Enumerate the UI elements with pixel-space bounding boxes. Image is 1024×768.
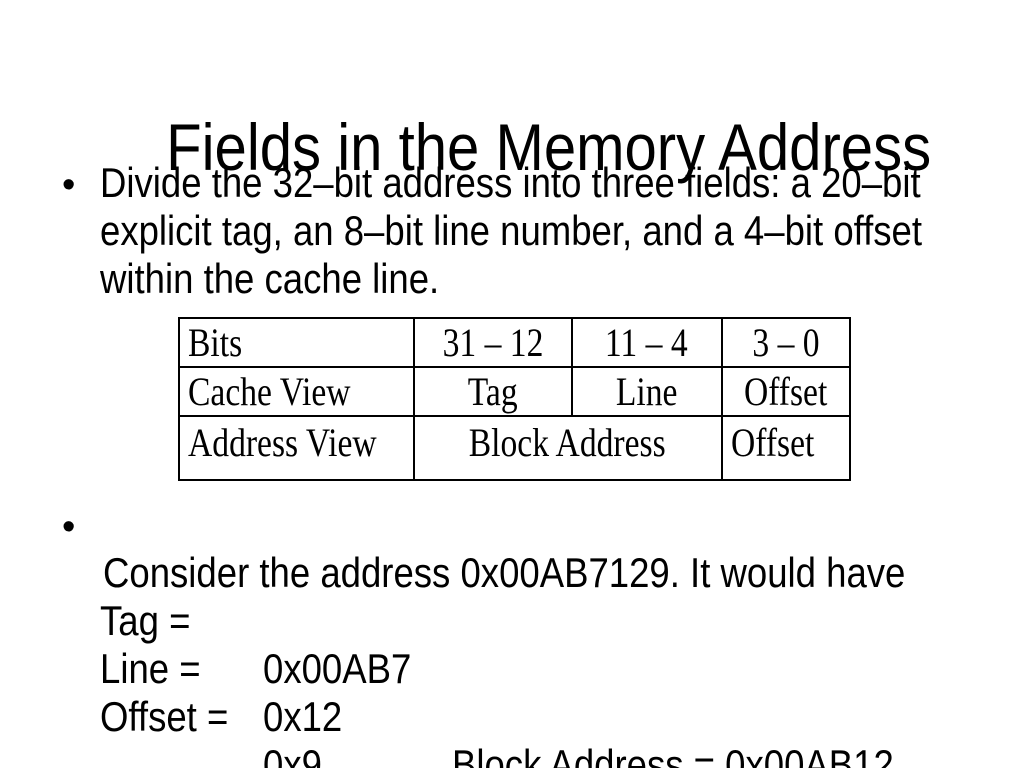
offset-label: Offset = bbox=[100, 693, 229, 740]
tag-label: Tag = bbox=[100, 597, 191, 644]
example-line-line: Line = 0x12 Block Address = 0x00AB12 bbox=[0, 597, 1024, 768]
line-label: Line = bbox=[100, 645, 201, 692]
table-cell-block-address: Block Address bbox=[412, 415, 723, 481]
table-row: Bits 31 – 12 11 – 4 3 – 0 bbox=[178, 317, 851, 368]
table-cell-bits-offset-range: 3 – 0 bbox=[720, 317, 851, 368]
table-cell-bits: Bits bbox=[178, 317, 415, 368]
table-cell-address-view: Address View bbox=[178, 415, 415, 481]
bullet-1-text: Divide the 32–bit address into three fie… bbox=[100, 159, 923, 302]
table-cell-bits-tag-range: 31 – 12 bbox=[412, 317, 573, 368]
table-cell-offset: Offset bbox=[720, 366, 851, 417]
bullet-icon: • bbox=[62, 164, 76, 206]
bullet-2-intro: Consider the address 0x00AB7129. It woul… bbox=[103, 549, 906, 596]
example-line-tag: Tag = 0x00AB7 bbox=[0, 549, 1024, 741]
table-row: Address View Block Address Offset bbox=[178, 415, 851, 481]
block-address-value: Block Address = 0x00AB12 bbox=[452, 741, 894, 768]
fields-table: Bits 31 – 12 11 – 4 3 – 0 Cache View Tag… bbox=[178, 317, 851, 481]
bullet-2-intro-line: Consider the address 0x00AB7129. It woul… bbox=[0, 501, 1024, 645]
page-title: Fields in the Memory Address bbox=[0, 48, 1024, 246]
table-cell-bits-line-range: 11 – 4 bbox=[570, 317, 723, 368]
tag-value: 0x00AB7 bbox=[263, 645, 412, 692]
line-value: 0x12 bbox=[263, 693, 343, 740]
table-cell-line: Line bbox=[570, 366, 723, 417]
table-row: Cache View Tag Line Offset bbox=[178, 366, 851, 417]
example-line-offset: Offset = 0x9 bbox=[0, 645, 1024, 768]
table-cell-offset-2: Offset bbox=[720, 415, 851, 481]
table-cell-cache-view: Cache View bbox=[178, 366, 415, 417]
offset-value: 0x9 bbox=[263, 741, 322, 768]
page-title-text: Fields in the Memory Address bbox=[166, 110, 932, 184]
bullet-icon: • bbox=[62, 506, 76, 548]
table-cell-tag: Tag bbox=[412, 366, 573, 417]
